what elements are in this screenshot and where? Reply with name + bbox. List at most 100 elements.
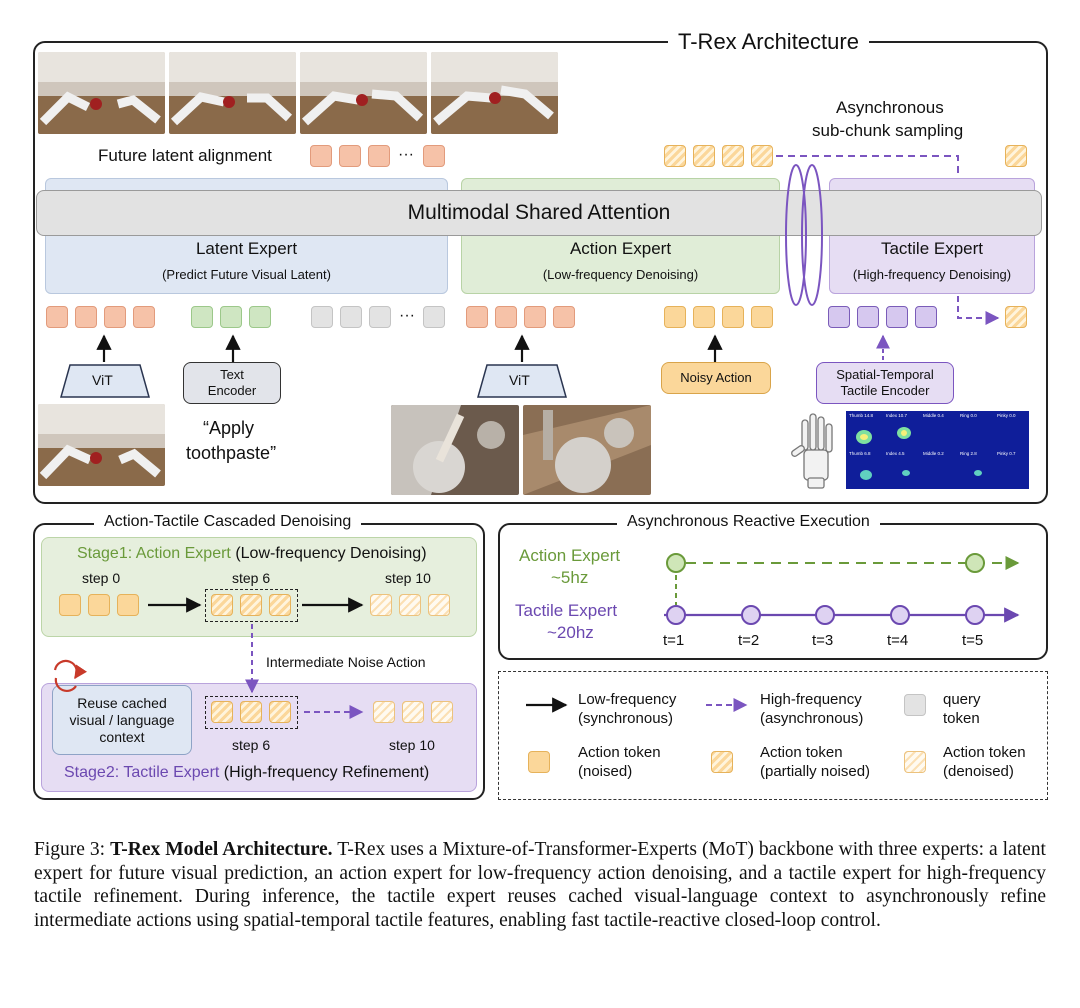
vit-encoder-2-label: ViT: [509, 372, 530, 388]
current-frame-photo: [38, 404, 165, 486]
future-frame-photo-2: [169, 52, 296, 134]
step-label: step 10: [389, 737, 435, 753]
legend-denoised-line2: (denoised): [943, 763, 1014, 780]
denoised-token: [399, 594, 421, 616]
tactile-encoder-line1: Spatial-Temporal: [836, 367, 934, 382]
partial-noised-token: [751, 145, 773, 167]
partial-noised-token: [693, 145, 715, 167]
step-label: step 0: [82, 570, 121, 586]
text-encoder-line1: Text: [220, 367, 244, 382]
noisy-action-box: Noisy Action: [661, 362, 771, 394]
tactile-token: [915, 306, 937, 328]
text-token: [220, 306, 242, 328]
visual-token: [553, 306, 575, 328]
noisy-action-label: Noisy Action: [680, 370, 752, 385]
cascade-title: Action-Tactile Cascaded Denoising: [94, 513, 362, 531]
intermediate-noise-label: Intermediate Noise Action: [266, 654, 426, 670]
partial-noised-token: [240, 701, 262, 723]
legend-low-freq-line2: (synchronous): [578, 710, 674, 727]
tactile-map-label: Thumb 6.8: [849, 451, 871, 456]
reuse-context-box: Reuse cached visual / language context: [52, 685, 192, 755]
query-token: [311, 306, 333, 328]
shared-attention-label: Multimodal Shared Attention: [407, 201, 671, 224]
action-expert-name: Action Expert: [569, 239, 672, 258]
cascade-arrows: [53, 597, 364, 719]
robot-hand-icon: [791, 413, 833, 489]
tactile-encoder: Spatial-Temporal Tactile Encoder: [816, 362, 954, 404]
wrist-camera-photo-1: [391, 405, 519, 495]
text-encoder: Text Encoder: [183, 362, 281, 404]
tactile-map-label: Middle 0.2: [923, 451, 944, 456]
denoised-token: [431, 701, 453, 723]
noised-action-token: [59, 594, 81, 616]
legend-partial-line2: (partially noised): [760, 763, 871, 780]
future-frame-photo-4: [431, 52, 558, 134]
async-sampling-label-line1: Asynchronous: [836, 98, 944, 117]
visual-token: [46, 306, 68, 328]
architecture-arrows: [96, 155, 1000, 362]
wrist-camera-photo-2: [523, 405, 651, 495]
ellipsis: ···: [399, 307, 415, 324]
caption-text: T-Rex uses a Mixture-of-Transformer-Expe…: [34, 839, 1046, 931]
architecture-title: T-Rex Architecture: [668, 29, 869, 55]
legend-partial-token: [711, 751, 733, 773]
vit-encoder-1: [60, 364, 150, 398]
legend-high-freq-line1: High-frequency: [760, 691, 862, 708]
ellipsis: ···: [398, 146, 414, 163]
partial-noised-token: [269, 594, 291, 616]
text-token: [191, 306, 213, 328]
denoised-token: [373, 701, 395, 723]
tactile-map-label: Pinky 0.7: [997, 451, 1016, 456]
timestep-label: t=3: [812, 632, 834, 649]
visual-token: [524, 306, 546, 328]
stage1-title: Stage1: Action Expert (Low-frequency Den…: [77, 545, 427, 563]
tactile-map-label: Index 4.5: [886, 451, 905, 456]
partial-noised-token: [269, 701, 291, 723]
noised-action-token: [117, 594, 139, 616]
architecture-panel: [33, 41, 1048, 504]
execution-title: Asynchronous Reactive Execution: [617, 513, 880, 531]
timestep-label: t=5: [962, 632, 984, 649]
denoised-token: [1005, 306, 1027, 328]
denoised-token: [402, 701, 424, 723]
legend-noised-line2: (noised): [578, 763, 633, 780]
denoised-token: [370, 594, 392, 616]
action-expert-rate-line2: ~5hz: [551, 568, 589, 587]
stage1-highlight: Stage1: Action Expert: [77, 545, 231, 562]
noised-action-token: [751, 306, 773, 328]
text-token: [249, 306, 271, 328]
action-expert-desc: (Low-frequency Denoising): [542, 267, 699, 282]
stage2-rest: (High-frequency Refinement): [219, 764, 430, 781]
instruction-line1: “Apply: [203, 418, 255, 438]
noised-action-token: [722, 306, 744, 328]
future-latent-token: [368, 145, 390, 167]
figure-caption: Figure 3: T-Rex Model Architecture. T-Re…: [34, 838, 1046, 932]
legend-noised-line1: Action token: [578, 744, 661, 761]
visual-token: [104, 306, 126, 328]
instruction-line2: toothpaste”: [186, 443, 277, 463]
partial-noised-token: [240, 594, 262, 616]
legend-denoised-token: [904, 751, 926, 773]
tactile-heatmap: Thumb 14.8 Index 10.7 Middle 0.4 Ring 0.…: [846, 411, 1029, 489]
partial-noised-token: [664, 145, 686, 167]
legend-arrows: [526, 697, 748, 713]
stage2-highlight: Stage2: Tactile Expert: [64, 764, 220, 781]
stage1-rest: (Low-frequency Denoising): [230, 545, 427, 562]
future-frame-photo-3: [300, 52, 427, 134]
noised-action-token: [664, 306, 686, 328]
step6-dashed-group: [205, 589, 298, 622]
caption-label: Figure 3:: [34, 839, 111, 860]
latent-expert-name: Latent Expert: [195, 239, 298, 258]
future-latent-token: [423, 145, 445, 167]
reuse-context-line1: Reuse cached: [77, 694, 167, 711]
legend-low-freq-line1: Low-frequency: [578, 691, 677, 708]
visual-token: [495, 306, 517, 328]
text-encoder-line2: Encoder: [207, 383, 257, 398]
future-latent-token: [310, 145, 332, 167]
noised-action-token: [88, 594, 110, 616]
partial-noised-token: [722, 145, 744, 167]
query-token: [340, 306, 362, 328]
reuse-context-line3: context: [99, 728, 145, 745]
visual-token: [466, 306, 488, 328]
legend-partial-line1: Action token: [760, 744, 843, 761]
